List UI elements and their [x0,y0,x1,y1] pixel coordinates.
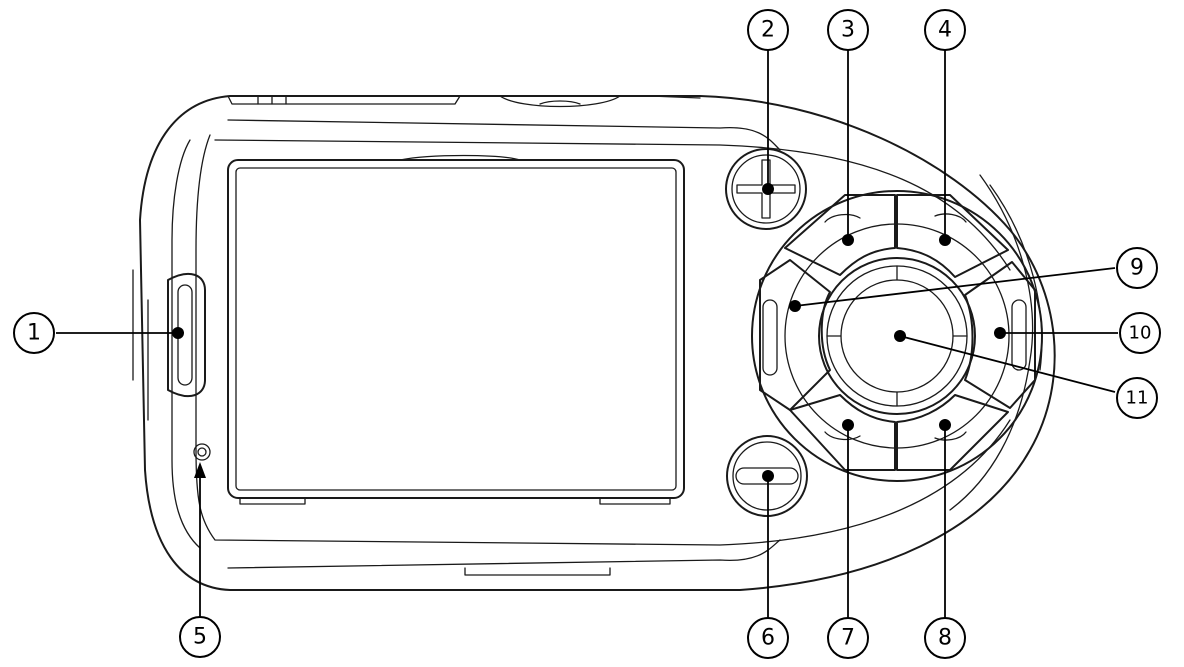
dot-8 [939,419,951,431]
callout-11: 11 [1116,377,1158,419]
callout-1: 1 [13,312,55,354]
callout-5-label: 5 [193,625,207,650]
dot-6 [762,470,774,482]
callout-3: 3 [827,9,869,51]
indicator-hole [193,443,211,461]
leader-11 [899,335,1116,393]
callout-6-label: 6 [761,626,775,651]
callout-8: 8 [924,617,966,659]
callout-7-label: 7 [841,626,855,651]
display-screen [227,154,685,505]
callout-8-label: 8 [938,626,952,651]
callout-6: 6 [747,617,789,659]
control-ring [751,190,1043,482]
dot-10 [994,327,1006,339]
dot-9 [789,300,801,312]
callout-7: 7 [827,617,869,659]
callout-3-label: 3 [841,18,855,43]
callout-4-label: 4 [938,18,952,43]
callout-9-label: 9 [1130,256,1144,281]
callout-10: 10 [1119,312,1161,354]
callout-11-label: 11 [1126,388,1149,409]
callout-4: 4 [924,9,966,51]
callout-5: 5 [179,616,221,658]
callout-leaders [56,50,1118,618]
dot-2 [762,183,774,195]
callout-10-label: 10 [1129,323,1152,344]
arrow-5 [194,462,206,478]
callout-2-label: 2 [761,18,775,43]
dot-7 [842,419,854,431]
callout-2: 2 [747,9,789,51]
dot-1 [172,327,184,339]
center-button [818,257,976,415]
dot-11 [894,330,906,342]
oval-button [726,435,808,517]
callout-9: 9 [1116,247,1158,289]
callout-1-label: 1 [27,321,41,346]
dot-3 [842,234,854,246]
dot-4 [939,234,951,246]
leader-9 [794,267,1116,307]
device-body [132,95,1056,591]
